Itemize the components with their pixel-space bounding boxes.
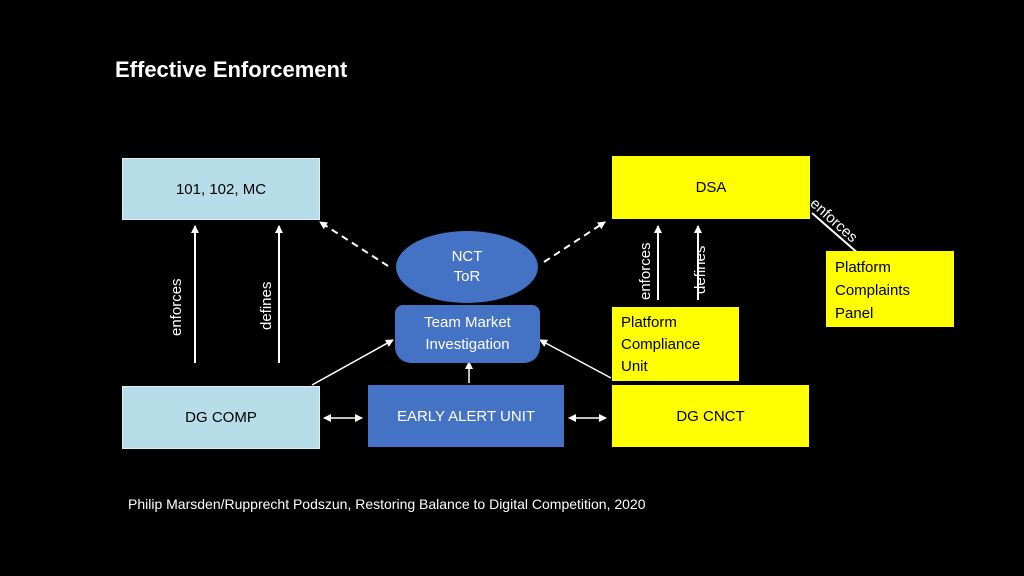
pcu-line3: Unit bbox=[621, 358, 648, 375]
box-early-alert-label: EARLY ALERT UNIT bbox=[396, 407, 536, 425]
arrow-dgcnct-to-tmi bbox=[539, 339, 612, 379]
box-dg-cnct: DG CNCT bbox=[612, 385, 809, 447]
dashed-arrow-nct-left bbox=[319, 221, 389, 267]
tmi-line1: Team Market bbox=[424, 314, 511, 331]
pcu-line2: Compliance bbox=[621, 336, 701, 353]
box-early-alert-unit: EARLY ALERT UNIT bbox=[368, 385, 564, 447]
nct-tor-ellipse: NCT ToR bbox=[396, 231, 538, 303]
box-dsa: DSA bbox=[612, 156, 810, 219]
dashed-arrow-nct-right bbox=[543, 221, 606, 263]
line-dsa-to-pcp bbox=[811, 212, 861, 256]
nct-label: NCT bbox=[451, 248, 483, 265]
box-dg-comp: DG COMP bbox=[122, 386, 320, 449]
label-enforces-right: enforces bbox=[637, 242, 654, 300]
box-dg-cnct-label: DG CNCT bbox=[676, 407, 745, 425]
pcp-line1: Platform bbox=[835, 259, 891, 276]
pcp-line3: Panel bbox=[835, 305, 874, 322]
label-defines-left: defines bbox=[258, 281, 275, 330]
team-market-investigation-box: Team Market Investigation bbox=[395, 305, 540, 363]
citation-footer: Philip Marsden/Rupprecht Podszun, Restor… bbox=[128, 496, 646, 512]
arrow-dgcomp-to-tmi bbox=[311, 339, 394, 386]
box-dsa-label: DSA bbox=[695, 179, 727, 196]
pcp-line2: Complaints bbox=[835, 282, 911, 299]
label-defines-right: defines bbox=[692, 245, 709, 294]
label-enforces-left: enforces bbox=[168, 278, 185, 336]
tor-label: ToR bbox=[453, 268, 481, 285]
page-title: Effective Enforcement bbox=[115, 57, 348, 82]
box-platform-compliance-unit: Platform Compliance Unit bbox=[612, 307, 739, 381]
box-101-102-mc: 101, 102, MC bbox=[122, 158, 320, 220]
box-platform-complaints-panel: Platform Complaints Panel bbox=[826, 251, 954, 327]
tmi-line2: Investigation bbox=[425, 336, 510, 353]
pcu-line1: Platform bbox=[621, 314, 677, 331]
box-dg-comp-label: DG COMP bbox=[185, 409, 257, 426]
box-101-102-mc-label: 101, 102, MC bbox=[175, 180, 267, 198]
